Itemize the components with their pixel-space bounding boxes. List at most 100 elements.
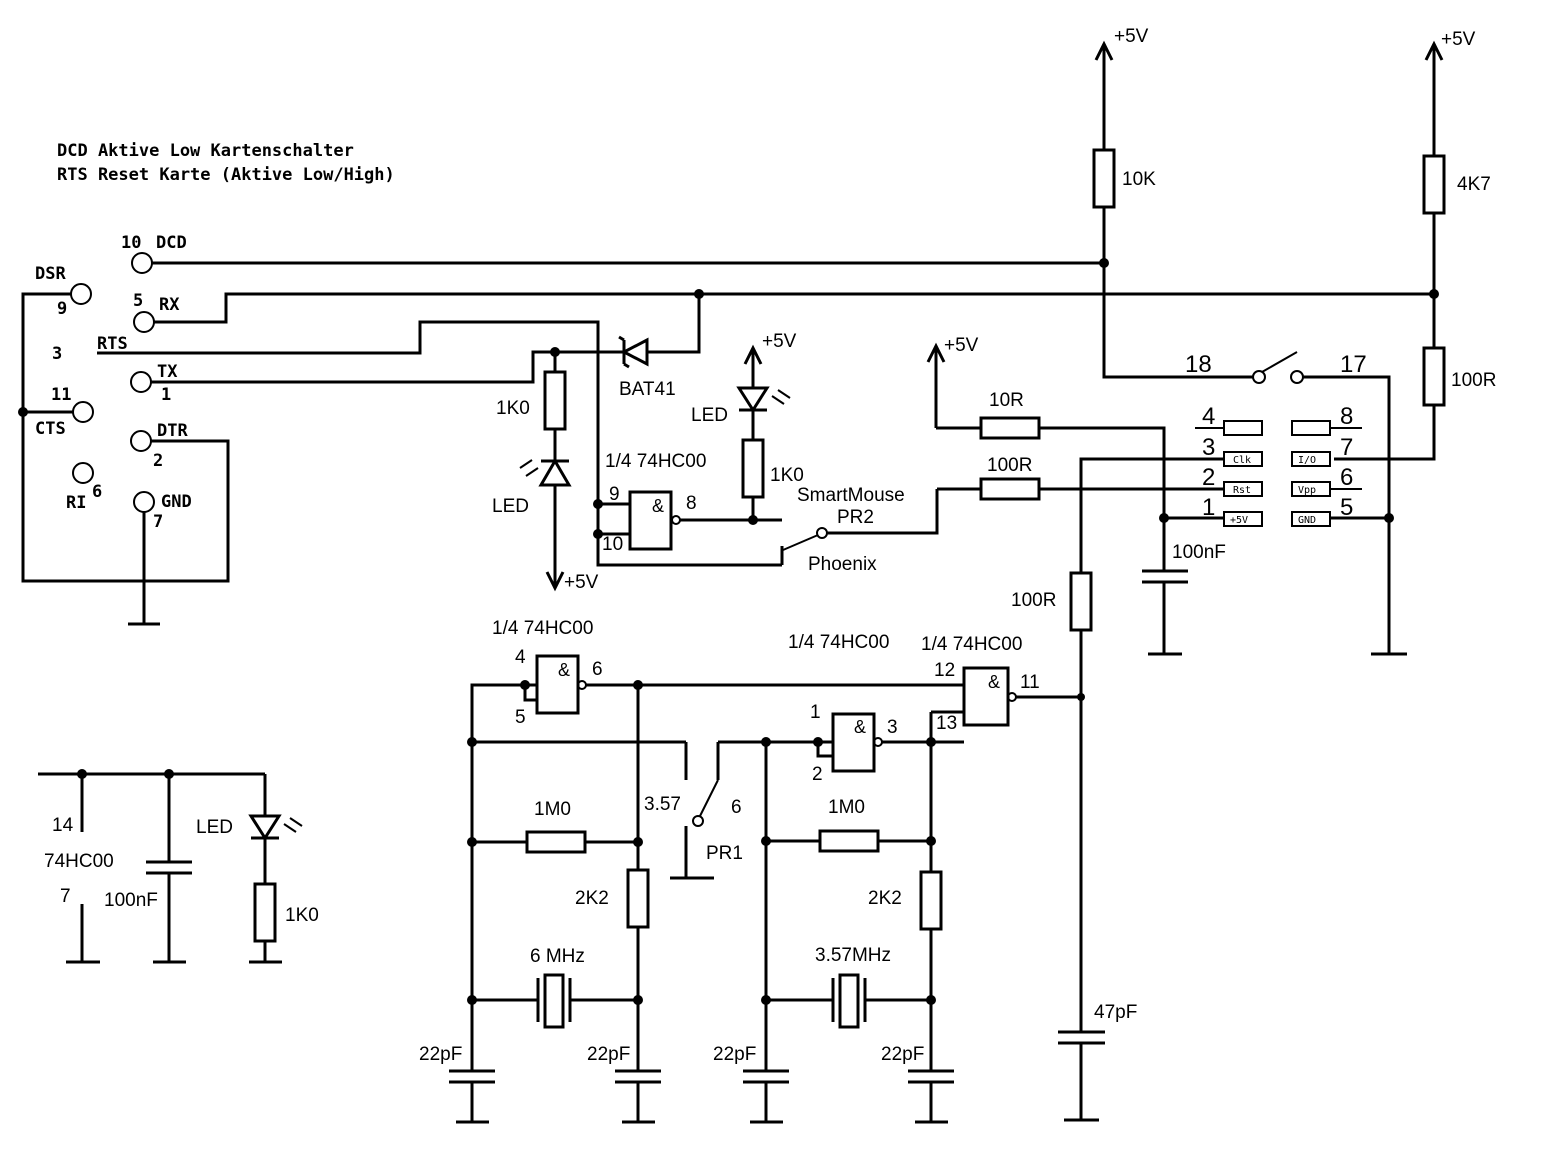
- gate-1-body: [628, 490, 673, 551]
- contact-num-2: 2: [1202, 464, 1215, 491]
- pr2-contact: [816, 527, 828, 539]
- pin-ri-num: 6: [92, 482, 102, 502]
- card-switch-blade: [1261, 351, 1298, 373]
- gate-3-pin-out: 3: [887, 717, 898, 738]
- pin-cts-name: CTS: [35, 419, 66, 439]
- resistor-1k0-power-label: 1K0: [285, 905, 319, 926]
- pr1-name: PR1: [706, 843, 743, 864]
- clock-path: 100R 47pF: [1011, 457, 1224, 1122]
- serial-connector: 10 DCD DSR 9 5 RX 3 RTS TX 1 11 CTS DTR …: [35, 233, 192, 532]
- pin-ri: [72, 462, 94, 484]
- pin-ri-name: RI: [66, 493, 86, 513]
- rst-driver: BAT41 1K0 +5V LED & 1/4 74HC00 9 10 8 +5…: [492, 294, 939, 593]
- pr1-left-label: 3.57: [644, 794, 681, 815]
- resistor-2k2-a-label: 2K2: [575, 888, 609, 909]
- contact-io: I/O: [1298, 455, 1316, 466]
- osc-6mhz: & 1/4 74HC00 4 5 6 1M0 2K2 6 MHz 22pF: [419, 618, 964, 1124]
- pin-rts-name: RTS: [97, 334, 128, 354]
- resistor-100r-clk-label: 100R: [1011, 590, 1056, 611]
- pin-rx-num: 5: [133, 291, 143, 311]
- pin-gnd: [133, 491, 155, 513]
- resistor-4k7-label: 4K7: [1457, 174, 1491, 195]
- contact-num-7: 7: [1340, 434, 1353, 461]
- gate-1-label: 1/4 74HC00: [605, 451, 706, 472]
- card-switch-17: 17: [1340, 351, 1367, 378]
- gate-4: & 1/4 74HC00 12 13 11: [921, 634, 1081, 742]
- gate-4-body: [962, 666, 1010, 727]
- junctions: [18, 258, 1439, 1005]
- cap-22pf-d-label: 22pF: [881, 1044, 924, 1065]
- vcc-label-4: +5V: [564, 572, 599, 593]
- gate-4-pin-out: 11: [1020, 672, 1040, 693]
- xtal-357mhz: [838, 973, 860, 1029]
- gate-1-amp: &: [652, 496, 664, 516]
- contact-rst: Rst: [1233, 485, 1251, 496]
- cap-100nf-label: 100nF: [1172, 542, 1226, 563]
- vcc-label-1: +5V: [1114, 26, 1149, 47]
- pin-cts-num: 11: [51, 385, 71, 405]
- pullup-network: +5V 10K +5V 4K7 100R 18 17: [1092, 26, 1496, 518]
- resistor-1k0-rts-label: 1K0: [496, 398, 530, 419]
- diode-bat41-label: BAT41: [619, 379, 676, 400]
- pr2-bottom-label: Phoenix: [808, 554, 877, 575]
- resistor-10r: [979, 416, 1041, 440]
- led-rts-label: LED: [492, 496, 529, 517]
- contact-gnd: GND: [1298, 515, 1316, 526]
- resistor-10r-label: 10R: [989, 390, 1024, 411]
- pr1-selector: 3.57 6 PR1: [644, 740, 818, 880]
- gate-2-label: 1/4 74HC00: [492, 618, 593, 639]
- pin-gnd-num: 7: [153, 512, 163, 532]
- ic-pin14: 14: [52, 815, 74, 836]
- pin-dcd-num: 10: [121, 233, 141, 253]
- resistor-1m0-b: [818, 829, 880, 853]
- resistor-1m0-a-label: 1M0: [534, 799, 571, 820]
- pin-rx: [133, 311, 155, 333]
- vcc-label-5: +5V: [762, 331, 797, 352]
- ic-pin7: 7: [60, 886, 71, 907]
- pin-dtr-name: DTR: [157, 421, 188, 441]
- resistor-1k0-rts: [543, 370, 567, 431]
- gate-4-pin-b: 13: [936, 713, 957, 734]
- gate-3-amp: &: [854, 717, 866, 737]
- card-switch-18: 18: [1185, 351, 1212, 378]
- pr2-top-label: SmartMouse: [797, 485, 905, 506]
- gate-3-label: 1/4 74HC00: [788, 632, 889, 653]
- gate-2-amp: &: [558, 660, 570, 680]
- serial-wires: [21, 261, 1434, 626]
- note-dcd: DCD Aktive Low Kartenschalter: [57, 141, 354, 161]
- cap-22pf-b-label: 22pF: [587, 1044, 630, 1065]
- pr2-blade: [782, 534, 819, 551]
- card-switch-contact-b: [1290, 370, 1304, 384]
- resistor-2k2-a: [626, 868, 650, 929]
- resistor-1k0-out: [741, 438, 765, 499]
- gate-1-pin-out: 8: [686, 493, 697, 514]
- contact-num-6: 6: [1340, 464, 1353, 491]
- resistor-100r-clk: [1069, 571, 1093, 632]
- resistor-2k2-b: [919, 870, 943, 931]
- pr2-name: PR2: [837, 507, 874, 528]
- pr1-blade: [699, 779, 719, 817]
- ic-decoupling-cap-label: 100nF: [104, 890, 158, 911]
- card-contacts: Clk Rst +5V I/O Vpp GND 4 3 2 1 8 7 6 5: [1195, 403, 1389, 527]
- gate-3-pin-b: 2: [812, 764, 823, 785]
- pin-tx-num: 1: [161, 385, 171, 405]
- xtal-357mhz-label: 3.57MHz: [815, 945, 891, 966]
- pr1-right-label: 6: [731, 797, 742, 818]
- resistor-2k2-b-label: 2K2: [868, 888, 902, 909]
- resistor-100r-io: [1422, 346, 1446, 407]
- pin-dcd: [131, 252, 153, 274]
- resistor-4k7: [1422, 154, 1446, 215]
- led-out-label: LED: [691, 405, 728, 426]
- pin-cts: [72, 401, 94, 423]
- contact-num-3: 3: [1202, 434, 1215, 461]
- cap-22pf-a-label: 22pF: [419, 1044, 462, 1065]
- resistor-1m0-a: [525, 830, 587, 854]
- pin-dsr-name: DSR: [35, 264, 66, 284]
- cap-22pf-c-label: 22pF: [713, 1044, 756, 1065]
- pin-tx-name: TX: [157, 362, 178, 382]
- resistor-10k-label: 10K: [1122, 169, 1156, 190]
- gate-3-pin-a: 1: [810, 702, 821, 723]
- card-switch-contact-a: [1252, 370, 1266, 384]
- card-supply: +5V 10R 100nF 100R: [926, 335, 1407, 656]
